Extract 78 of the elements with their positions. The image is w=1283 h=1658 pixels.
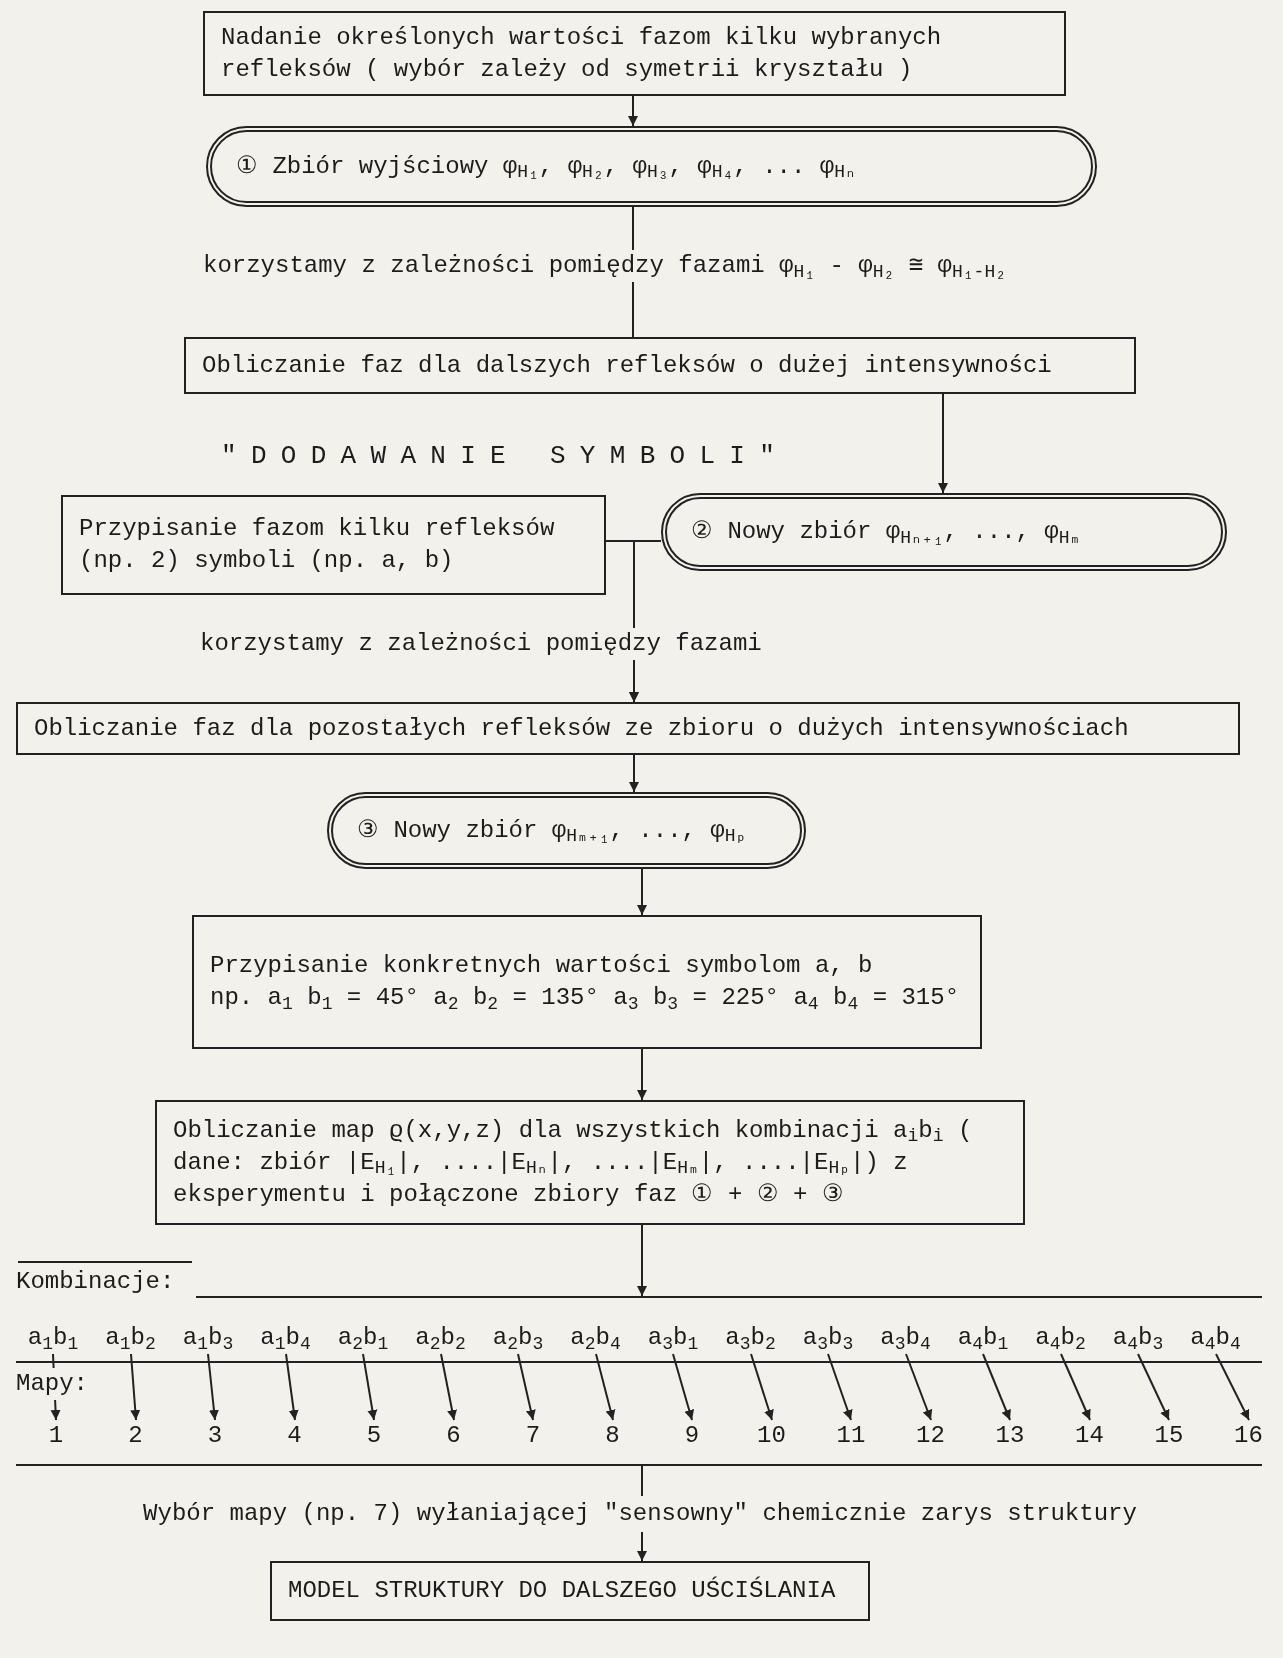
arrow (362, 1353, 378, 1421)
node-text: 13 (994, 1421, 1026, 1451)
arrow (595, 1353, 616, 1421)
node-text: Obliczanie faz dla dalszych refleksów o dużej intensywności (202, 350, 1053, 381)
arrow (1137, 1353, 1170, 1421)
node-text: 12 (915, 1421, 946, 1451)
arrow (637, 1224, 647, 1297)
arrow (672, 1353, 695, 1421)
arrow (440, 1353, 457, 1421)
arrow (938, 393, 948, 494)
process-box (270, 1561, 870, 1621)
node-text: ② Nowy zbiór φ$_{Hₙ₊₁}$, ..., φ$_{Hₘ}$ (691, 517, 1082, 548)
node-text: MODEL STRUKTURY DO DALSZEGO UŚCIŚLANIA (288, 1575, 837, 1606)
node-text: Obliczanie faz dla pozostałych refleksów ze zbioru o dużych intensywnościach (34, 713, 1130, 744)
node-text: 9 (683, 1421, 701, 1451)
process-box (155, 1100, 1025, 1225)
node-text: Przypisanie konkretnych wartości symbolom a, b (210, 951, 874, 981)
process-box (203, 11, 1066, 96)
node-text: ③ Nowy zbiór φ$_{Hₘ₊₁}$, ..., φ$_{Hₚ}$ (357, 815, 748, 847)
node-text: 15 (1153, 1421, 1185, 1451)
node-text: a$_{2}$b$_{3}$ (491, 1323, 545, 1354)
node-text: a$_{4}$b$_{1}$ (956, 1323, 1010, 1354)
node-text: a$_{2}$b$_{4}$ (569, 1323, 622, 1354)
node-text: a$_{2}$b$_{2}$ (414, 1323, 467, 1354)
arrow (637, 868, 647, 916)
node-text: a$_{1}$b$_{4}$ (259, 1323, 312, 1354)
node-text: Nadanie określonych wartości fazom kilku wybranych refleksów ( wybór zależy od symetrii kryształu ) (221, 22, 943, 85)
node-text: a$_{3}$b$_{2}$ (724, 1323, 777, 1354)
arrow (130, 1353, 141, 1421)
arrow (1215, 1353, 1250, 1421)
arrow (905, 1353, 933, 1421)
arrow (629, 754, 639, 793)
process-box (16, 702, 1240, 755)
arrow (637, 1048, 647, 1101)
arrow (628, 95, 638, 127)
arrow (982, 1353, 1011, 1421)
node-text: a$_{1}$b$_{1}$ (26, 1323, 80, 1354)
node-text: 7 (524, 1421, 542, 1451)
node-text: a$_{3}$b$_{4}$ (879, 1323, 932, 1354)
node-text: 6 (445, 1421, 462, 1451)
node-text: 14 (1074, 1421, 1105, 1451)
node-text: 2 (127, 1421, 144, 1451)
row-label: Kombinacje: (16, 1267, 175, 1297)
node-text: a$_{2}$b$_{1}$ (336, 1323, 390, 1354)
divider-bar (196, 1296, 1262, 1298)
node-text: a$_{3}$b$_{3}$ (801, 1323, 855, 1354)
node-text: a$_{1}$b$_{2}$ (104, 1323, 157, 1354)
node-text: np. a$_{1}$ b$_{1}$ = 45° a$_{2}$ b$_{2}$ = 135° a$_{3}$ b$_{3}$ = 225° a$_{4}$ b$_{4}$ = 315° (210, 983, 961, 1014)
arrow (517, 1353, 536, 1421)
node-text: a$_{4}$b$_{4}$ (1189, 1323, 1242, 1354)
node-text: 3 (206, 1421, 224, 1451)
arrow (637, 1531, 647, 1562)
arrow (1060, 1353, 1091, 1421)
node-text: 10 (756, 1421, 787, 1451)
node-text: Przypisanie fazom kilku refleksów (np. 2) symboli (np. a, b) (79, 514, 556, 576)
node-text: 1 (47, 1421, 65, 1451)
node-text: Obliczanie map ϱ(x,y,z) dla wszystkich kombinacji a$_{i}$b$_{i}$ ( dane: zbiór |E$_{H₁}$|, ....|E$_{Hₙ}$|, ....|E$_{Hₘ}$|, ....|E$_{Hₚ}$|) z eksperymentu i połączone zbiory faz ① + ② + ③ (173, 1115, 974, 1210)
arrow (207, 1353, 219, 1421)
node-text: 5 (365, 1421, 383, 1451)
arrow (827, 1353, 853, 1421)
process-box (184, 337, 1136, 394)
node-text: 11 (835, 1421, 867, 1451)
node-text: 8 (604, 1421, 621, 1451)
node-text: a$_{4}$b$_{2}$ (1034, 1323, 1087, 1354)
connector-line (641, 1465, 643, 1497)
node-text: a$_{3}$b$_{1}$ (646, 1323, 700, 1354)
node-text: a$_{4}$b$_{3}$ (1111, 1323, 1165, 1354)
arrow (285, 1353, 299, 1421)
node-text: a$_{1}$b$_{3}$ (181, 1323, 235, 1354)
process-box (61, 495, 606, 595)
divider-bar (16, 1464, 1262, 1466)
section-heading: "DODAWANIE SYMBOLI" (221, 440, 790, 472)
node-text: Wybór mapy (np. 7) wyłaniającej "sensowny" chemicznie zarys struktury (142, 1499, 1138, 1529)
node-text: 4 (286, 1421, 303, 1451)
node-text: 16 (1233, 1421, 1264, 1451)
process-box (192, 915, 982, 1049)
arrow (750, 1353, 774, 1421)
node-text: ① Zbiór wyjściowy φ$_{H₁}$, φ$_{H₂}$, φ$_{H₃}$, φ$_{H₄}$, ... φ$_{Hₙ}$ (236, 151, 857, 183)
